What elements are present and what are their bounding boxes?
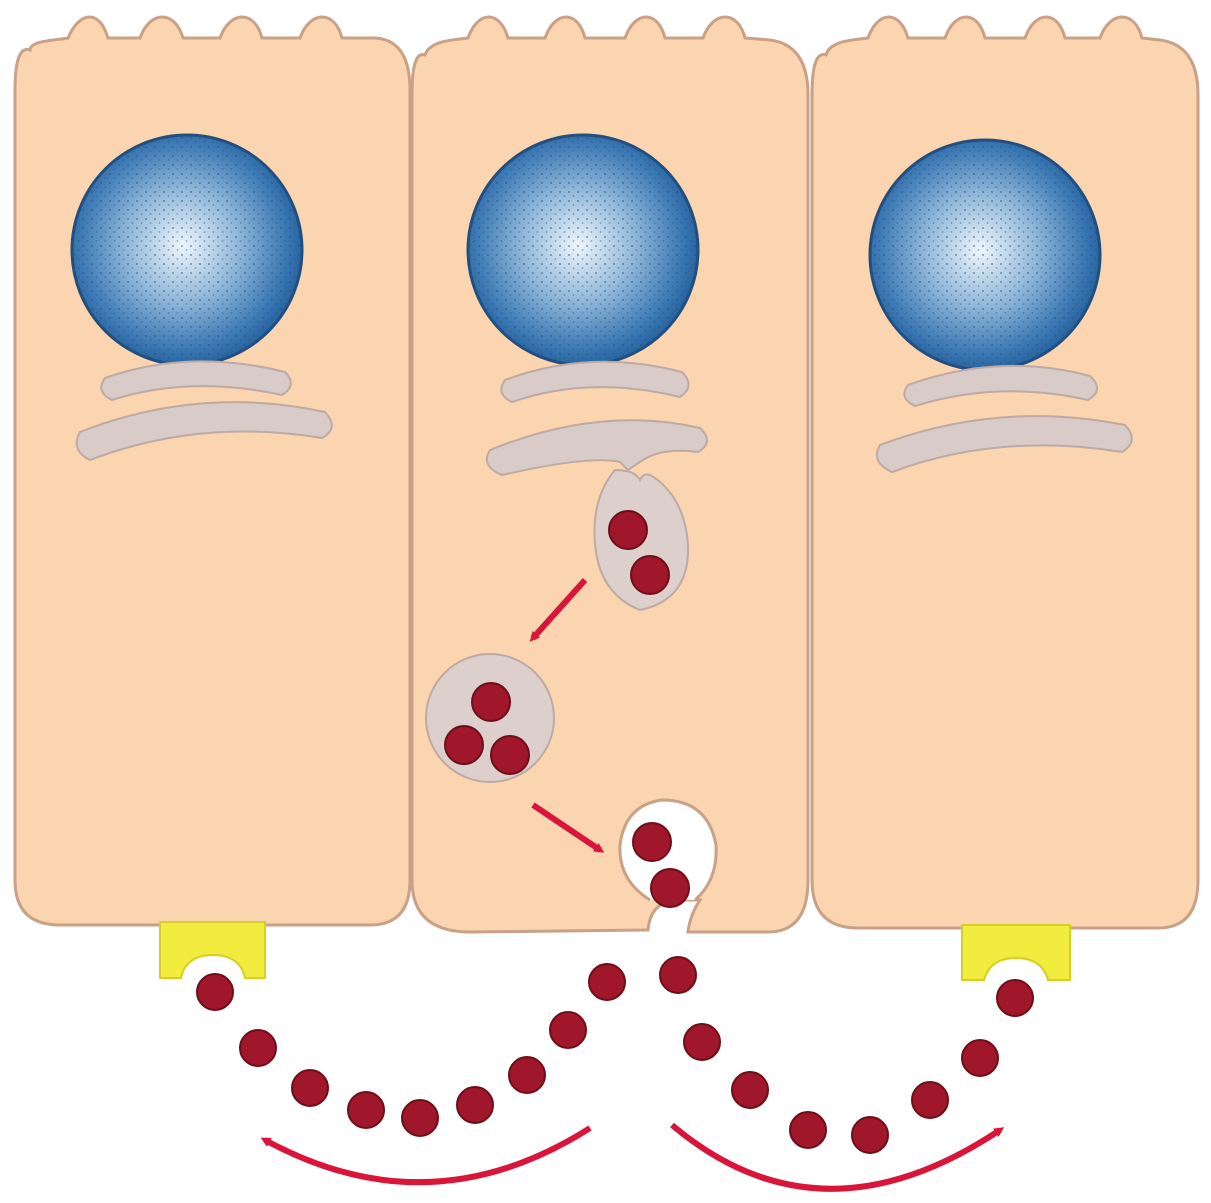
secreted-particle — [997, 980, 1033, 1016]
vesicle-transport — [426, 654, 554, 782]
diffusion-arrow-left — [265, 1128, 590, 1182]
secreted-particle — [197, 974, 233, 1010]
secretory-particle — [491, 736, 529, 774]
secretory-particle — [609, 511, 647, 549]
secreted-particle — [402, 1100, 438, 1136]
nucleus-left-chromatin — [74, 137, 300, 363]
secreted-particle — [962, 1040, 998, 1076]
secretory-particle — [445, 726, 483, 764]
nucleus-right-chromatin — [872, 142, 1098, 368]
secreted-particles-right — [660, 957, 1033, 1153]
secreted-particle — [457, 1087, 493, 1123]
cell-middle — [412, 17, 808, 932]
cell-right — [812, 17, 1198, 928]
secreted-particle — [912, 1082, 948, 1118]
secreted-particle — [589, 964, 625, 1000]
secretory-particle — [631, 556, 669, 594]
diffusion-arrow-right — [672, 1125, 1000, 1189]
secretory-particle — [633, 823, 671, 861]
secreted-particle — [509, 1057, 545, 1093]
cell-left — [15, 17, 410, 925]
secreted-particle — [684, 1024, 720, 1060]
secreted-particle — [240, 1030, 276, 1066]
secreted-particle — [660, 957, 696, 993]
receptor-right — [962, 925, 1070, 980]
nucleus-middle-chromatin — [470, 137, 696, 363]
secreted-particle — [550, 1012, 586, 1048]
secreted-particle — [732, 1072, 768, 1108]
secretory-particle — [472, 683, 510, 721]
secreted-particle — [292, 1070, 328, 1106]
receptor-left — [160, 922, 265, 978]
secreted-particle — [790, 1112, 826, 1148]
secreted-particle — [852, 1117, 888, 1153]
secreted-particles-left — [197, 964, 625, 1136]
secretory-particle — [651, 869, 689, 907]
secreted-particle — [348, 1092, 384, 1128]
